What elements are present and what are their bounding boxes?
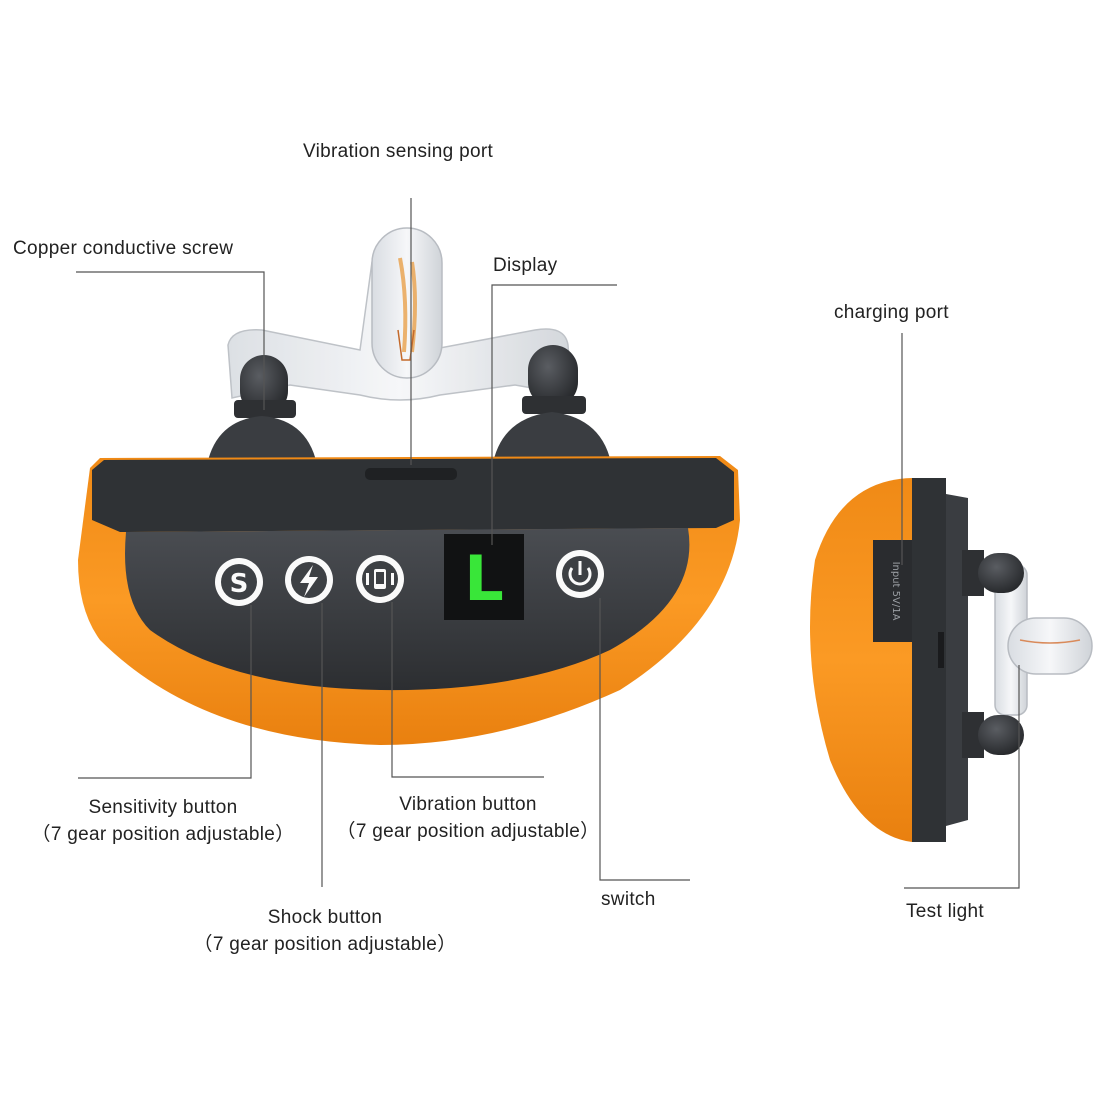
leader-display [491,284,617,545]
label-vibration-sub: （7 gear position adjustable） [336,821,600,842]
side-knob-top [962,550,1024,596]
side-print: Input 5V/1A [890,562,901,621]
leader-lines [76,198,1020,889]
power-icon [568,561,592,586]
label-test-light: Test light [906,901,984,922]
label-vibration-sensing-port: Vibration sensing port [303,141,494,162]
label-sensitivity-sub: （7 gear position adjustable） [31,824,295,845]
side-knob-bottom [962,712,1024,758]
leader-vibration [391,602,544,778]
label-shock-sub: （7 gear position adjustable） [193,934,457,955]
copper-screw-right [492,345,612,468]
sensitivity-button[interactable]: S [215,558,263,606]
label-vibration-title: Vibration button [399,794,537,815]
label-charging-port: charging port [834,302,949,323]
label-display: Display [493,255,558,276]
lightning-bolt-icon [300,565,318,597]
leader-copper-screw [76,271,265,410]
leader-switch [599,598,690,881]
label-vibration-button: Vibration button （7 gear position adjust… [323,794,613,843]
side-clear-bridge [994,564,1093,716]
label-sensitivity-button: Sensitivity button （7 gear position adju… [18,797,308,846]
display: L [444,534,524,620]
label-copper-screw: Copper conductive screw [13,238,234,259]
label-sensitivity-title: Sensitivity button [88,797,238,818]
display-value: L [464,542,504,615]
housing-side: Input 5V/1A [810,478,968,842]
leader-test-light [904,665,1020,889]
vibration-button[interactable] [356,555,404,603]
housing-front [78,456,740,745]
label-switch: switch [601,889,656,910]
leader-sensitivity [78,605,252,779]
sensitivity-s-icon: S [230,569,249,599]
label-shock-button: Shock button （7 gear position adjustable… [180,907,470,956]
vibration-sensor-bulb [371,227,443,379]
label-shock-title: Shock button [267,907,383,928]
shock-button[interactable] [285,556,333,604]
power-switch[interactable] [556,550,604,598]
